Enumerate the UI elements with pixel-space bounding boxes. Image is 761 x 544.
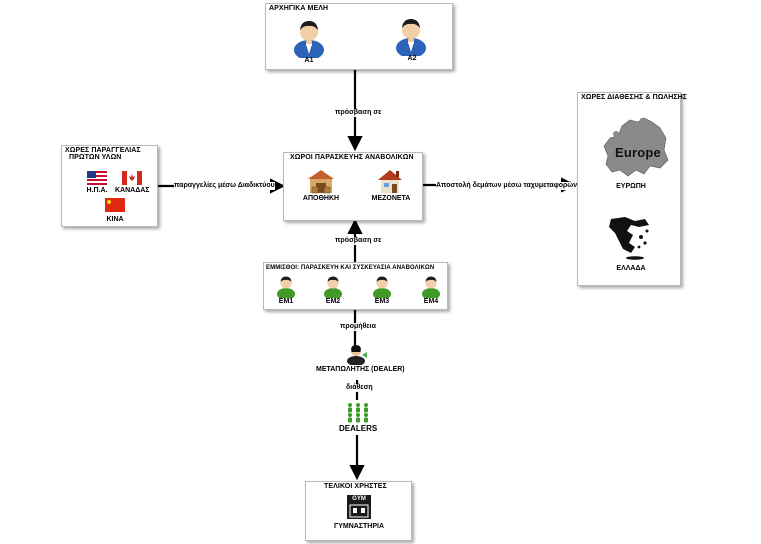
- dealers-label: DEALERS: [339, 424, 378, 433]
- leader-a1-label: Α1: [304, 57, 314, 64]
- flow-label-access-top: πρόσβαση σε: [335, 109, 382, 117]
- greece-map-icon: [609, 217, 649, 260]
- gym-building-icon: [347, 495, 371, 519]
- gym-sign-text: GYM: [352, 496, 366, 502]
- distribution-title: ΧΩΡΕΣ ΔΙΑΘΕΣΗΣ & ΠΩΛΗΣΗΣ: [581, 94, 688, 101]
- usa-flag-icon: [87, 171, 107, 185]
- leaders-title: ΑΡΧΗΓΙΚΑ ΜΕΛΗ: [269, 5, 329, 12]
- end-users-title: ΤΕΛΙΚΟΙ ΧΡΗΣΤΕΣ: [324, 483, 387, 490]
- greece-label: ΕΛΛΑΔΑ: [616, 265, 646, 272]
- leader-a2-label: Α2: [407, 55, 417, 62]
- worker-em2-label: ΕΜ2: [325, 298, 341, 305]
- flow-label-access-bottom: πρόσβαση σε: [335, 237, 382, 245]
- workers-title: ΕΜΜΙΣΘΟΙ: ΠΑΡΑΣΚΕΥΗ ΚΑΙ ΣΥΣΚΕΥΑΣΙΑ ΑΝΑΒΟ…: [266, 265, 435, 271]
- dealer-label: ΜΕΤΑΠΩΛΗΤΗΣ (DEALER): [316, 366, 405, 373]
- flow-label-supply: προμήθεια: [340, 323, 376, 331]
- china-flag-icon: [105, 198, 125, 212]
- worker-person-icon: [422, 276, 440, 298]
- dealers-group-icon: [348, 403, 368, 423]
- china-label: ΚΙΝΑ: [106, 216, 124, 223]
- warehouse-label: ΑΠΟΘΗΚΗ: [302, 195, 340, 202]
- worker-person-icon: [277, 276, 295, 298]
- gyms-label: ΓΥΜΝΑΣΤΗΡΙΑ: [333, 523, 385, 530]
- production-box: ΧΩΡΟΙ ΠΑΡΑΣΚΕΥΗΣ ΑΝΑΒΟΛΙΚΩΝ ΑΠΟΘΗΚΗ ΜΕΖΟ…: [283, 152, 423, 221]
- dealer-person-icon: [347, 345, 367, 365]
- distribution-box: ΧΩΡΕΣ ΔΙΑΘΕΣΗΣ & ΠΩΛΗΣΗΣ Europe ΕΥΡΩΠΗ Ε…: [577, 92, 687, 286]
- europe-map-icon: [603, 117, 669, 177]
- flow-label-disposal: διάθεση: [346, 384, 373, 392]
- worker-em3-label: ΕΜ3: [374, 298, 390, 305]
- end-users-box: ΤΕΛΙΚΟΙ ΧΡΗΣΤΕΣ GYM ΓΥΜΝΑΣΤΗΡΙΑ: [305, 481, 412, 541]
- leaders-box: ΑΡΧΗΓΙΚΑ ΜΕΛΗ Α1 Α2: [265, 3, 453, 70]
- europe-map-text: Europe: [615, 145, 661, 160]
- raw-materials-box: ΧΩΡΕΣ ΠΑΡΑΓΓΕΛΙΑΣ ΠΡΩΤΩΝ ΥΛΩΝ Η.Π.Α. ΚΑΝ…: [61, 145, 158, 227]
- maisonette-label: ΜΕΖΟΝΕΤΑ: [371, 195, 411, 202]
- leader-person-icon: [294, 21, 324, 58]
- worker-em4-label: ΕΜ4: [423, 298, 439, 305]
- usa-label: Η.Π.Α.: [86, 187, 108, 194]
- flow-label-shipping: Αποστολή δεμάτων μέσω ταχυμεταφορών: [436, 182, 578, 190]
- workers-box: ΕΜΜΙΣΘΟΙ: ΠΑΡΑΣΚΕΥΗ ΚΑΙ ΣΥΣΚΕΥΑΣΙΑ ΑΝΑΒΟ…: [263, 262, 448, 310]
- maisonette-house-icon: [378, 170, 402, 193]
- leader-person-icon: [396, 19, 426, 56]
- production-title: ΧΩΡΟΙ ΠΑΡΑΣΚΕΥΗΣ ΑΝΑΒΟΛΙΚΩΝ: [290, 154, 414, 161]
- worker-person-icon: [324, 276, 342, 298]
- warehouse-icon: [308, 170, 334, 194]
- canada-flag-icon: [122, 171, 142, 185]
- worker-em1-label: ΕΜ1: [278, 298, 294, 305]
- raw-materials-title: ΧΩΡΕΣ ΠΑΡΑΓΓΕΛΙΑΣ ΠΡΩΤΩΝ ΥΛΩΝ: [65, 147, 141, 161]
- europe-label: ΕΥΡΩΠΗ: [616, 183, 646, 190]
- canada-label: ΚΑΝΑΔΑΣ: [115, 187, 150, 194]
- flow-label-orders: παραγγελίες μέσω Διαδικτύου: [174, 182, 275, 190]
- worker-person-icon: [373, 276, 391, 298]
